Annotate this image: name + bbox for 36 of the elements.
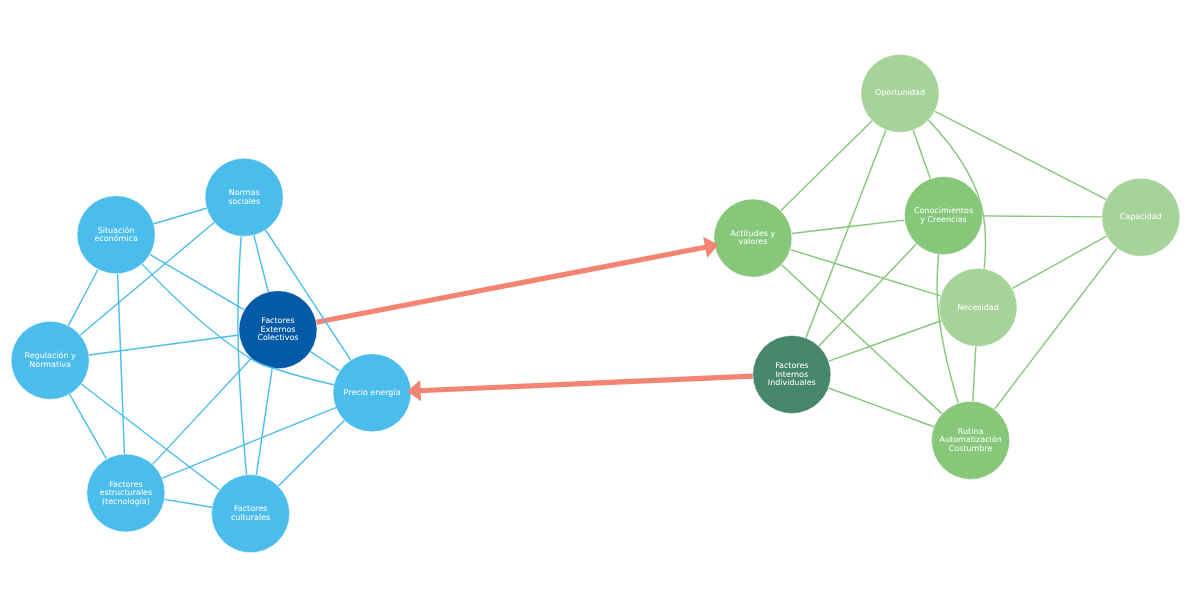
connector xyxy=(67,268,99,327)
connector xyxy=(993,247,1118,410)
connector xyxy=(818,243,918,347)
connector xyxy=(827,387,935,428)
connector xyxy=(972,345,977,402)
connector xyxy=(277,419,345,487)
connector xyxy=(88,334,240,356)
connector xyxy=(237,235,248,476)
connector xyxy=(163,498,213,508)
connector xyxy=(161,406,337,479)
connector xyxy=(264,229,352,361)
arrow xyxy=(407,373,753,402)
connector xyxy=(309,350,341,372)
connector xyxy=(141,263,335,386)
connector xyxy=(152,357,252,465)
connector xyxy=(791,219,906,235)
connector xyxy=(149,253,245,311)
connector xyxy=(116,273,126,455)
connector xyxy=(255,367,273,476)
connector xyxy=(780,264,943,415)
connector xyxy=(805,129,887,339)
connector xyxy=(936,253,959,404)
connector xyxy=(152,207,208,225)
connector xyxy=(1011,235,1108,290)
connector xyxy=(828,320,942,362)
connector xyxy=(253,234,269,293)
connector xyxy=(68,393,108,460)
connector xyxy=(780,120,873,212)
connector xyxy=(982,215,1103,218)
connector xyxy=(912,129,932,180)
connector xyxy=(927,119,987,270)
connector xyxy=(79,221,215,336)
connector xyxy=(789,248,942,297)
connector xyxy=(80,383,221,491)
connector xyxy=(934,110,1107,200)
arrow xyxy=(315,236,719,325)
